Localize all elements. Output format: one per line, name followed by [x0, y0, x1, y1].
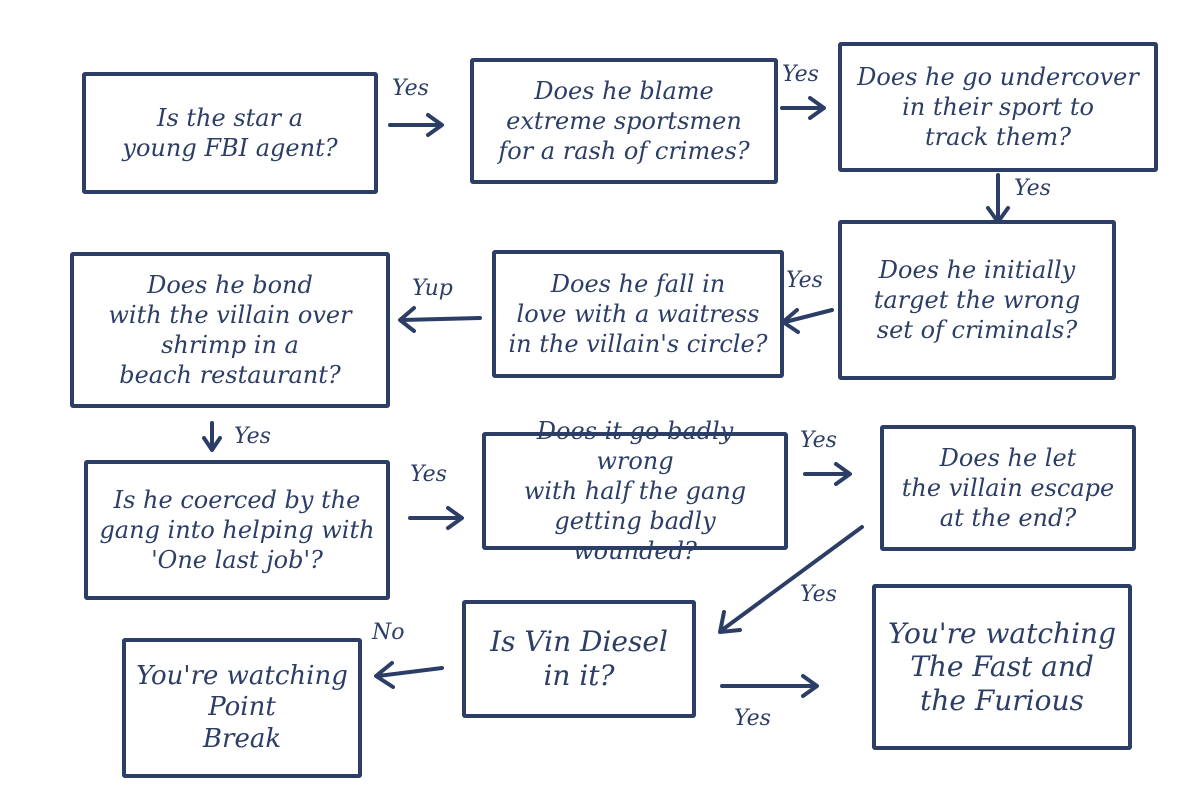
node-q10-text: Is Vin Diesel in it? [490, 625, 668, 692]
edge-label-q5-q6: Yup [412, 276, 453, 301]
node-q4-target-wrong-criminals: Does he initially target the wrong set o… [838, 220, 1116, 380]
arrow-q10-r1 [374, 661, 444, 689]
edge-label-q8-q9: Yes [800, 428, 837, 453]
arrow-q6-q7 [202, 421, 222, 452]
node-q10-vin-diesel: Is Vin Diesel in it? [462, 600, 696, 718]
arrow-q8-q9 [803, 462, 852, 486]
result-point-break-text: You're watching Point Break [136, 661, 348, 754]
arrow-q2-q3 [780, 96, 826, 120]
node-q3-text: Does he go undercover in their sport to … [857, 63, 1139, 151]
node-q3-go-undercover: Does he go undercover in their sport to … [838, 42, 1158, 172]
node-q4-text: Does he initially target the wrong set o… [873, 256, 1081, 344]
node-q7-text: Is he coerced by the gang into helping w… [99, 486, 375, 574]
edge-label-q7-q8: Yes [410, 462, 447, 487]
node-q9-villain-escape: Does he let the villain escape at the en… [880, 425, 1136, 551]
node-q6-bond-over-shrimp: Does he bond with the villain over shrim… [70, 252, 390, 408]
result-point-break: You're watching Point Break [122, 638, 362, 778]
arrow-q7-q8 [408, 506, 464, 530]
node-q9-text: Does he let the villain escape at the en… [901, 444, 1115, 532]
edge-label-q2-q3: Yes [782, 62, 819, 87]
result-fast-and-furious: You're watching The Fast and the Furious [872, 584, 1132, 750]
node-q8-text: Does it go badly wrong with half the gan… [523, 417, 747, 565]
arrow-q1-q2 [388, 113, 444, 137]
edge-label-q10-r1: No [372, 620, 405, 645]
edge-label-q6-q7: Yes [234, 424, 271, 449]
edge-label-q4-q5: Yes [786, 268, 823, 293]
result-fast-and-furious-text: You're watching The Fast and the Furious [887, 616, 1117, 717]
arrow-q5-q6 [398, 306, 482, 333]
node-q5-fall-in-love: Does he fall in love with a waitress in … [492, 250, 784, 378]
edge-label-q3-q4: Yes [1014, 176, 1051, 201]
node-q1-young-fbi-agent: Is the star a young FBI agent? [82, 72, 378, 194]
node-q7-one-last-job: Is he coerced by the gang into helping w… [84, 460, 390, 600]
node-q6-text: Does he bond with the villain over shrim… [108, 271, 352, 389]
node-q5-text: Does he fall in love with a waitress in … [508, 270, 768, 358]
node-q2-blame-sportsmen: Does he blame extreme sportsmen for a ra… [470, 58, 778, 184]
node-q1-text: Is the star a young FBI agent? [122, 104, 338, 162]
node-q8-goes-badly-wrong: Does it go badly wrong with half the gan… [482, 417, 788, 565]
arrow-q9-q10 [718, 525, 864, 634]
arrow-q10-r2 [720, 674, 819, 698]
node-q2-text: Does he blame extreme sportsmen for a ra… [498, 77, 750, 165]
edge-label-q1-q2: Yes [392, 76, 429, 101]
edge-label-q10-r2: Yes [734, 706, 771, 731]
edge-label-q9-q10: Yes [800, 582, 837, 607]
arrow-q3-q4 [986, 173, 1010, 224]
arrow-q4-q5 [781, 308, 834, 334]
